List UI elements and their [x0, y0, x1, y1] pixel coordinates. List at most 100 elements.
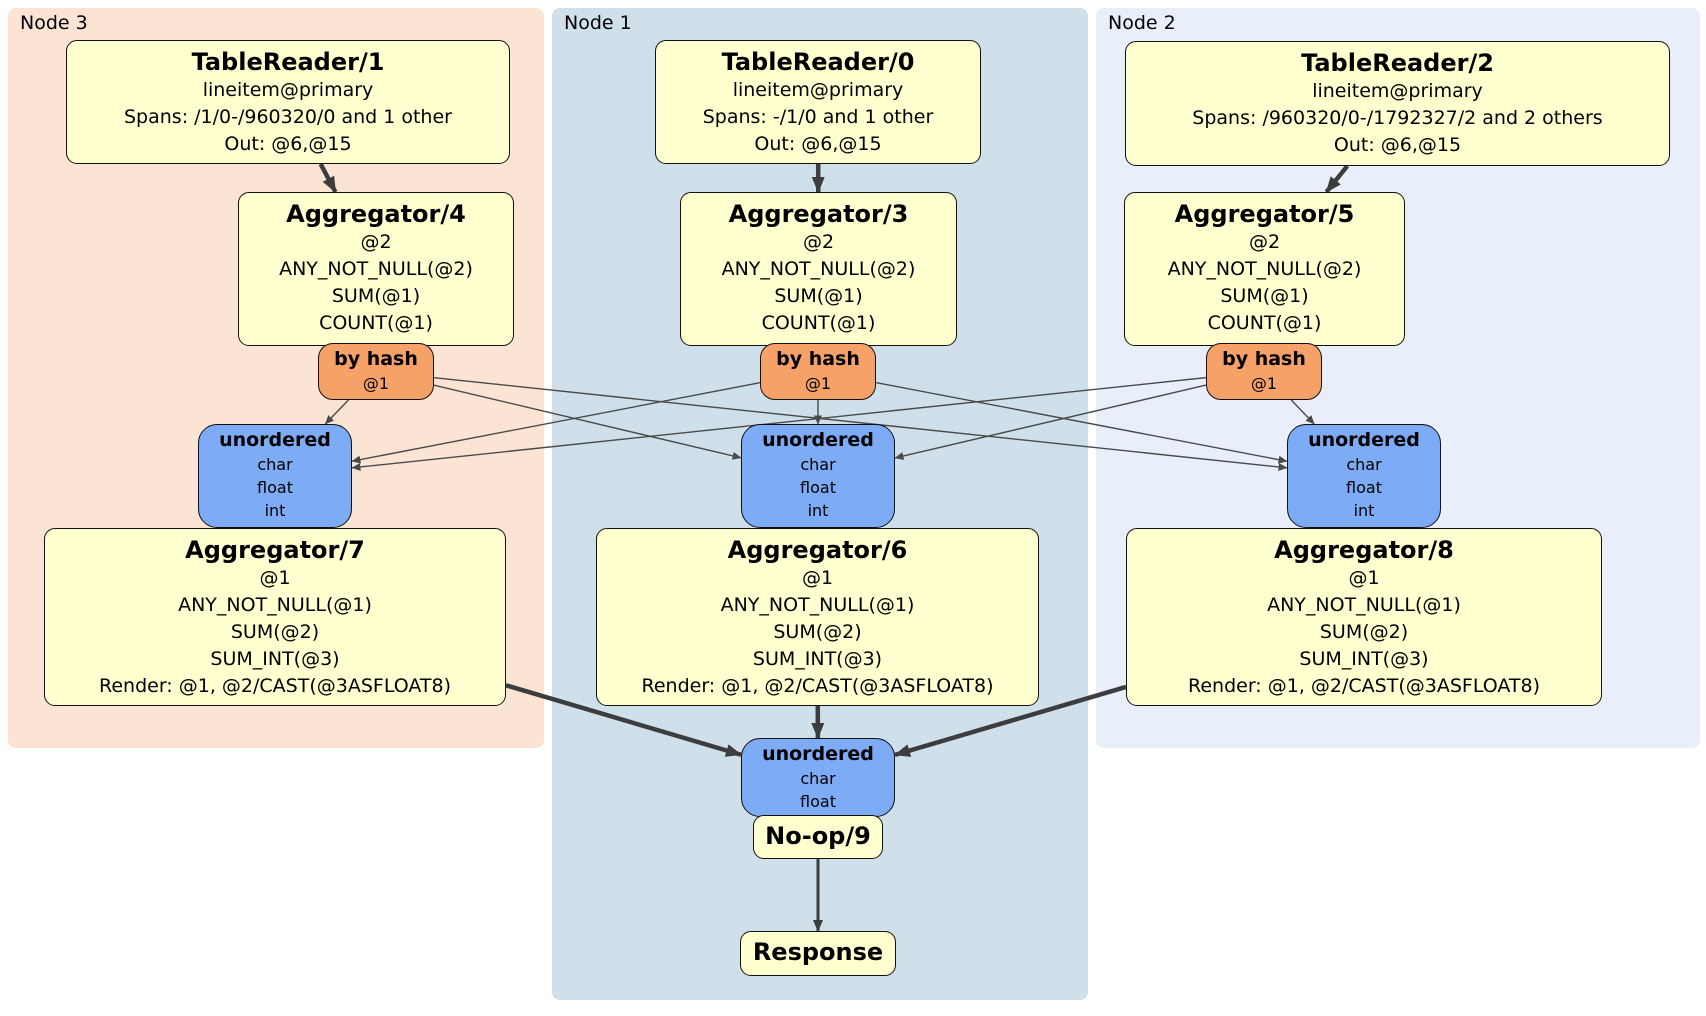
edge-byhash1-to-un2 — [875, 381, 1288, 464]
processor-title: No-op/9 — [765, 822, 871, 850]
processor-detail: SUM_INT(@3) — [1299, 648, 1429, 670]
sync-title: unordered — [762, 429, 874, 451]
sync-detail: int — [807, 501, 829, 520]
processor-title: Aggregator/7 — [185, 536, 365, 564]
processor-title: TableReader/0 — [721, 48, 915, 76]
processor-detail: Spans: -/1/0 and 1 other — [702, 106, 934, 128]
sync-unordered-node3: unordered char float int — [198, 424, 352, 528]
processor-detail: Render: @1, @2/CAST(@3ASFLOAT8) — [1188, 675, 1540, 697]
edge-agg8-to-unfinal — [894, 684, 1127, 758]
processor-detail: SUM_INT(@3) — [752, 648, 883, 670]
processor-detail: ANY_NOT_NULL(@2) — [721, 258, 916, 280]
router-detail: @1 — [1250, 374, 1278, 393]
edge-byhash2-to-un3 — [351, 376, 1207, 471]
processor-detail: ANY_NOT_NULL(@1) — [178, 594, 372, 616]
processor-detail: SUM_INT(@3) — [210, 648, 340, 670]
processor-aggregator-4: Aggregator/4 @2 ANY_NOT_NULL(@2) SUM(@1)… — [238, 192, 514, 346]
sync-detail: float — [800, 478, 836, 497]
router-by-hash-node2: by hash @1 — [1206, 343, 1322, 400]
processor-detail: COUNT(@1) — [319, 312, 433, 334]
processor-detail: @2 — [360, 231, 392, 253]
edge-agg7-to-unfinal — [505, 683, 742, 757]
processor-detail: ANY_NOT_NULL(@1) — [720, 594, 915, 616]
sync-unordered-node2: unordered char float int — [1287, 424, 1441, 528]
processor-detail: Out: @6,@15 — [224, 133, 352, 155]
router-title: by hash — [334, 348, 418, 370]
processor-detail: Out: @6,@15 — [1333, 134, 1462, 156]
processor-aggregator-5: Aggregator/5 @2 ANY_NOT_NULL(@2) SUM(@1)… — [1124, 192, 1405, 346]
processor-detail: SUM(@2) — [230, 621, 320, 643]
processor-title: Aggregator/4 — [286, 200, 466, 228]
region-label-node2: Node 2 — [1108, 12, 1176, 34]
edge-byhash3-to-un3 — [324, 399, 349, 425]
sync-detail: float — [1346, 478, 1382, 497]
edge-byhash3-to-un2 — [433, 376, 1288, 471]
router-title: by hash — [776, 348, 860, 370]
processor-tablereader-2: TableReader/2 lineitem@primary Spans: /9… — [1125, 41, 1670, 166]
edge-byhash3-to-un1 — [433, 384, 742, 460]
processor-aggregator-3: Aggregator/3 @2 ANY_NOT_NULL(@2) SUM(@1)… — [680, 192, 957, 346]
processor-detail: lineitem@primary — [202, 79, 374, 101]
processor-title: Aggregator/3 — [728, 200, 909, 228]
processor-detail: Spans: /960320/0-/1792327/2 and 2 others — [1192, 107, 1603, 129]
processor-detail: SUM(@1) — [774, 285, 863, 307]
sync-title: unordered — [762, 743, 874, 765]
processor-aggregator-8: Aggregator/8 @1 ANY_NOT_NULL(@1) SUM(@2)… — [1126, 528, 1602, 706]
sync-detail: char — [800, 455, 836, 474]
processor-detail: Render: @1, @2/CAST(@3ASFLOAT8) — [99, 675, 451, 697]
processor-tablereader-1: TableReader/1 lineitem@primary Spans: /1… — [66, 40, 510, 164]
processor-tablereader-0: TableReader/0 lineitem@primary Spans: -/… — [655, 40, 981, 164]
processor-detail: ANY_NOT_NULL(@2) — [1167, 258, 1362, 280]
edge-tr1-to-agg4 — [318, 162, 338, 194]
processor-detail: SUM(@2) — [1319, 621, 1409, 643]
edge-byhash2-to-un2 — [1290, 399, 1315, 425]
response-title: Response — [752, 938, 884, 966]
sync-detail: float — [257, 478, 293, 497]
processor-detail: @1 — [259, 567, 291, 589]
sync-unordered-node1: unordered char float int — [741, 424, 895, 528]
processor-detail: COUNT(@1) — [1207, 312, 1322, 334]
sync-detail: char — [1346, 455, 1382, 474]
processor-title: Aggregator/6 — [727, 536, 908, 564]
sync-title: unordered — [1308, 429, 1420, 451]
sync-detail: char — [257, 455, 293, 474]
processor-detail: SUM(@1) — [331, 285, 421, 307]
processor-detail: ANY_NOT_NULL(@1) — [1267, 594, 1461, 616]
processor-detail: COUNT(@1) — [761, 312, 876, 334]
processor-detail: SUM(@1) — [1220, 285, 1309, 307]
processor-detail: Spans: /1/0-/960320/0 and 1 other — [124, 106, 452, 128]
sync-title: unordered — [219, 429, 331, 451]
router-title: by hash — [1222, 348, 1306, 370]
processor-aggregator-7: Aggregator/7 @1 ANY_NOT_NULL(@1) SUM(@2)… — [44, 528, 506, 706]
processor-title: TableReader/1 — [191, 48, 385, 76]
processor-detail: lineitem@primary — [1312, 80, 1483, 102]
sync-detail: float — [800, 792, 836, 811]
processor-title: TableReader/2 — [1301, 49, 1494, 77]
processor-title: Aggregator/5 — [1174, 200, 1355, 228]
processor-detail: @1 — [801, 567, 834, 589]
processor-detail: @1 — [1348, 567, 1380, 589]
processor-title: Aggregator/8 — [1274, 536, 1454, 564]
edge-tr2-to-agg5 — [1324, 164, 1350, 194]
sync-detail: int — [264, 501, 286, 520]
processor-detail: SUM(@2) — [773, 621, 862, 643]
sync-detail: int — [1353, 501, 1375, 520]
processor-detail: ANY_NOT_NULL(@2) — [279, 258, 473, 280]
edge-byhash1-to-un3 — [351, 381, 761, 464]
sync-unordered-final: unordered char float — [741, 738, 895, 817]
processor-detail: @2 — [802, 231, 835, 253]
router-by-hash-node3: by hash @1 — [318, 343, 434, 400]
router-detail: @1 — [804, 374, 832, 393]
router-detail: @1 — [362, 374, 390, 393]
region-label-node1: Node 1 — [564, 12, 632, 34]
processor-aggregator-6: Aggregator/6 @1 ANY_NOT_NULL(@1) SUM(@2)… — [596, 528, 1039, 706]
processor-detail: Render: @1, @2/CAST(@3ASFLOAT8) — [641, 675, 994, 697]
region-label-node3: Node 3 — [20, 12, 88, 34]
processor-detail: Out: @6,@15 — [754, 133, 882, 155]
edge-byhash2-to-un1 — [894, 384, 1207, 460]
processor-detail: @2 — [1248, 231, 1281, 253]
router-by-hash-node1: by hash @1 — [760, 343, 876, 400]
processor-noop-9: No-op/9 — [753, 815, 883, 859]
